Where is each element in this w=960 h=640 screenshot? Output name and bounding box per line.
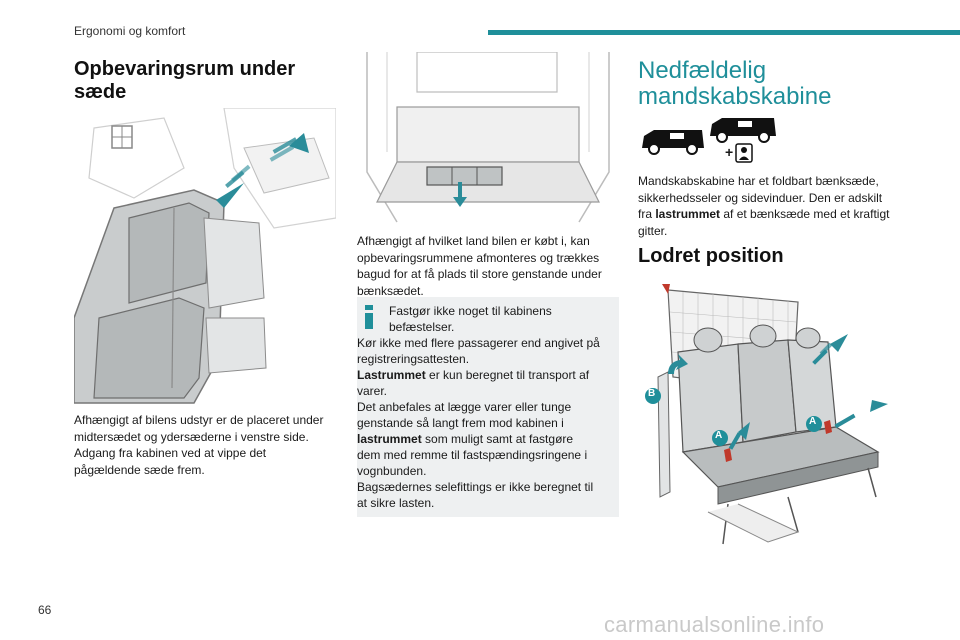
van-long-icon: [710, 118, 776, 143]
text-line: Adgang fra kabinen ved at vippe det: [74, 446, 267, 460]
text-line: midtersædet og ydersæderne i venstre sid…: [74, 429, 309, 444]
info-line: at sikre lasten.: [357, 496, 435, 510]
info-line: Fastgør ikke noget til kabinens: [389, 304, 552, 318]
info-line: dem med remme til fastspændingsringene i: [357, 448, 588, 462]
van-icons-group: +: [640, 116, 780, 164]
callout-a-right: A: [809, 416, 817, 427]
storage-description: Afhængigt af bilens udstyr er de placere…: [74, 412, 336, 478]
text-line: Afhængigt af bilens udstyr er de placere…: [74, 413, 324, 427]
callout-a-left: A: [715, 430, 723, 441]
info-line: varer.: [357, 384, 388, 398]
header-accent-bar: [488, 30, 960, 35]
watermark-text: carmanualsonline.info: [604, 612, 825, 637]
title-line: mandskabskabine: [638, 83, 832, 110]
callout-b: B: [648, 388, 656, 399]
text-line: pågældende sæde frem.: [74, 462, 205, 477]
bold-term: Lastrummet: [357, 368, 426, 382]
storage-under-seat-illustration: [74, 108, 336, 404]
text-line: Mandskabskabine har et foldbart bænksæde…: [638, 174, 879, 188]
info-line: Det anbefales at lægge varer eller tunge: [357, 400, 572, 414]
info-notice-box: Fastgør ikke noget til kabinens befæstel…: [357, 297, 619, 517]
info-line: befæstelser.: [389, 320, 455, 334]
page-number: 66: [38, 603, 52, 617]
bold-term: lastrummet: [357, 432, 422, 446]
storage-removal-illustration: [357, 52, 619, 228]
title-line: Nedfældelig: [638, 57, 767, 84]
info-line: vognbunden.: [357, 464, 427, 478]
info-line: registreringsattesten.: [357, 352, 470, 366]
text-span: som muligt samt at fastgøre: [421, 432, 574, 446]
info-line: lastrummet som muligt samt at fastgøre: [357, 431, 573, 448]
text-line: bagud for at få plads til store genstand…: [357, 267, 602, 281]
folding-bench-seat-illustration: A A B: [638, 282, 900, 552]
info-icon: [365, 305, 373, 329]
subsection-title-upright: Lodret position: [638, 245, 784, 267]
crew-cab-description: Mandskabskabine har et foldbart bænksæde…: [638, 173, 900, 239]
info-line: Kør ikke med flere passagerer end angive…: [357, 336, 600, 350]
section-title-storage: Opbevaringsrum under sæde: [74, 58, 334, 104]
van-short-icon: [642, 130, 704, 155]
text-line: sikkerhedsseler og sidevinduer. Den er a…: [638, 190, 883, 205]
info-line: genstande så langt frem mod kabinen i: [357, 416, 564, 430]
header-section-label: Ergonomi og komfort: [74, 24, 186, 38]
text-line: opbevaringsrummene afmonteres og trækkes: [357, 250, 600, 265]
text-line: Afhængigt af hvilket land bilen er købt …: [357, 234, 590, 248]
section-title-crew-cab: Nedfældelig mandskabskabine: [638, 58, 898, 110]
plus-icon: +: [725, 144, 734, 160]
info-line: Bagsædernes selefittings er ikke beregne…: [357, 480, 594, 494]
removal-description: Afhængigt af hvilket land bilen er købt …: [357, 233, 619, 299]
text-line: bænksædet.: [357, 283, 424, 298]
title-line: sæde: [74, 81, 127, 103]
info-line: Lastrummet er kun beregnet til transport…: [357, 367, 589, 384]
text-span: er kun beregnet til transport af: [425, 368, 590, 382]
bold-term: lastrummet: [655, 207, 721, 221]
title-line: Opbevaringsrum under: [74, 58, 296, 80]
text-line: fra lastrummet af et bænksæde med et kra…: [638, 207, 890, 221]
text-line: gitter.: [638, 223, 668, 238]
